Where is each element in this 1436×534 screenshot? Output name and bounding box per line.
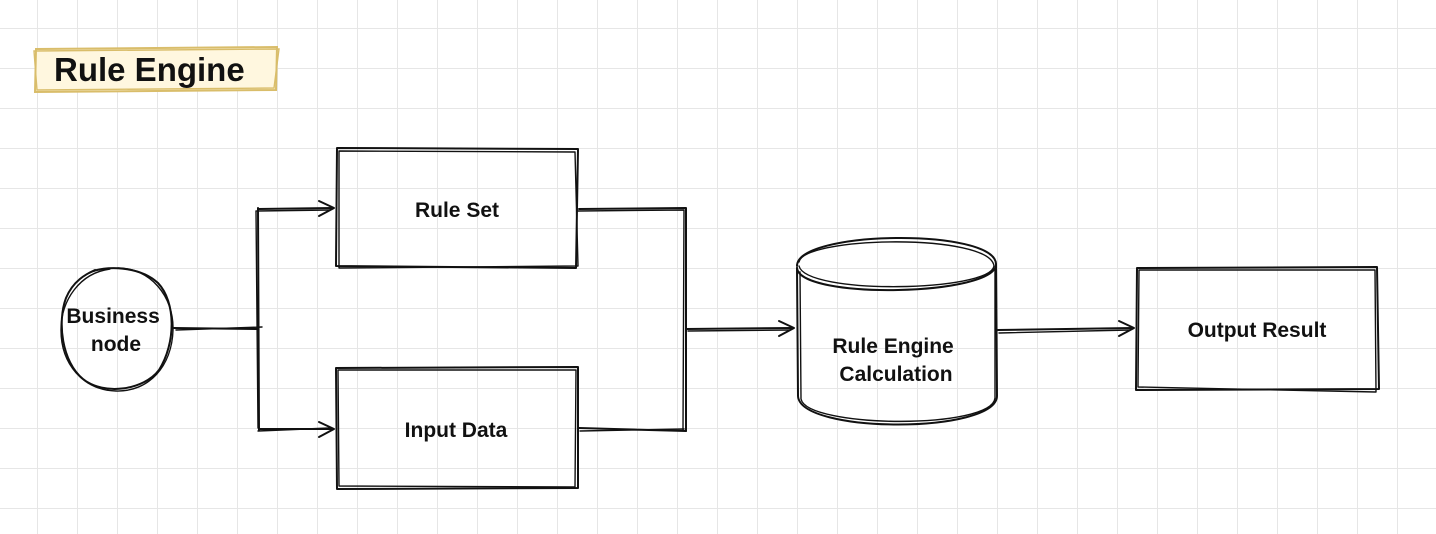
connector-business-to-split-echo [175, 326, 263, 331]
rule-set-box-echo [338, 150, 579, 269]
connector-to-rule-set [257, 207, 334, 210]
arrowhead-output [1118, 320, 1135, 337]
connector-split-vertical-echo [255, 210, 259, 429]
node-business-node[interactable]: Business node [60, 267, 174, 392]
arrowhead-input-data [318, 421, 335, 438]
cylinder-body-echo [799, 269, 996, 423]
arrowhead-calculation [778, 320, 795, 337]
diagram-title: Rule Engine [54, 51, 245, 88]
business-node-circle-echo [60, 267, 174, 392]
connector-merge-to-calculation [685, 327, 794, 330]
business-node-circle [60, 267, 173, 390]
arrowhead-rule-set [318, 200, 335, 217]
connector-merge-to-calculation-echo [687, 329, 791, 332]
output-result-label: Output Result [1188, 319, 1327, 342]
connector-rule-set-to-merge [578, 207, 687, 432]
connector-rule-set-to-merge-echo [577, 209, 685, 431]
rule-set-label: Rule Set [415, 199, 499, 222]
output-result-box-echo [1137, 269, 1377, 393]
connectors [173, 200, 1135, 438]
rule-engine-calculation-label: Rule Engine Calculation [832, 335, 959, 386]
connector-calculation-to-output [997, 327, 1134, 331]
business-node-label: Business node [66, 305, 165, 356]
rule-set-box [335, 147, 579, 269]
business-node-label-line-1: Business [66, 305, 159, 328]
title-badge: Rule Engine [33, 45, 280, 94]
input-data-box [335, 366, 579, 490]
cylinder-top-ellipse [796, 237, 998, 292]
rule-engine-calculation-label-line-1: Rule Engine [832, 335, 953, 358]
connector-to-rule-set-echo [256, 209, 331, 212]
connector-input-data-to-merge-echo [579, 428, 685, 432]
rule-engine-calculation-label-line-2: Calculation [839, 363, 952, 386]
input-data-box-echo [337, 369, 577, 488]
output-result-box [1135, 266, 1380, 391]
title-frame [33, 45, 279, 94]
node-rule-set[interactable]: Rule Set [335, 147, 579, 269]
business-node-label-line-2: node [91, 333, 141, 356]
connector-calculation-to-output-echo [998, 329, 1131, 334]
node-output-result[interactable]: Output Result [1135, 266, 1380, 393]
title-frame-outline [33, 48, 280, 91]
connector-to-input-data-echo [257, 427, 331, 432]
node-input-data[interactable]: Input Data [335, 366, 579, 490]
connector-split-vertical [257, 207, 260, 431]
node-rule-engine-calculation[interactable]: Rule Engine Calculation [796, 237, 998, 426]
cylinder-top-ellipse-echo [798, 241, 995, 288]
input-data-label: Input Data [405, 419, 508, 442]
